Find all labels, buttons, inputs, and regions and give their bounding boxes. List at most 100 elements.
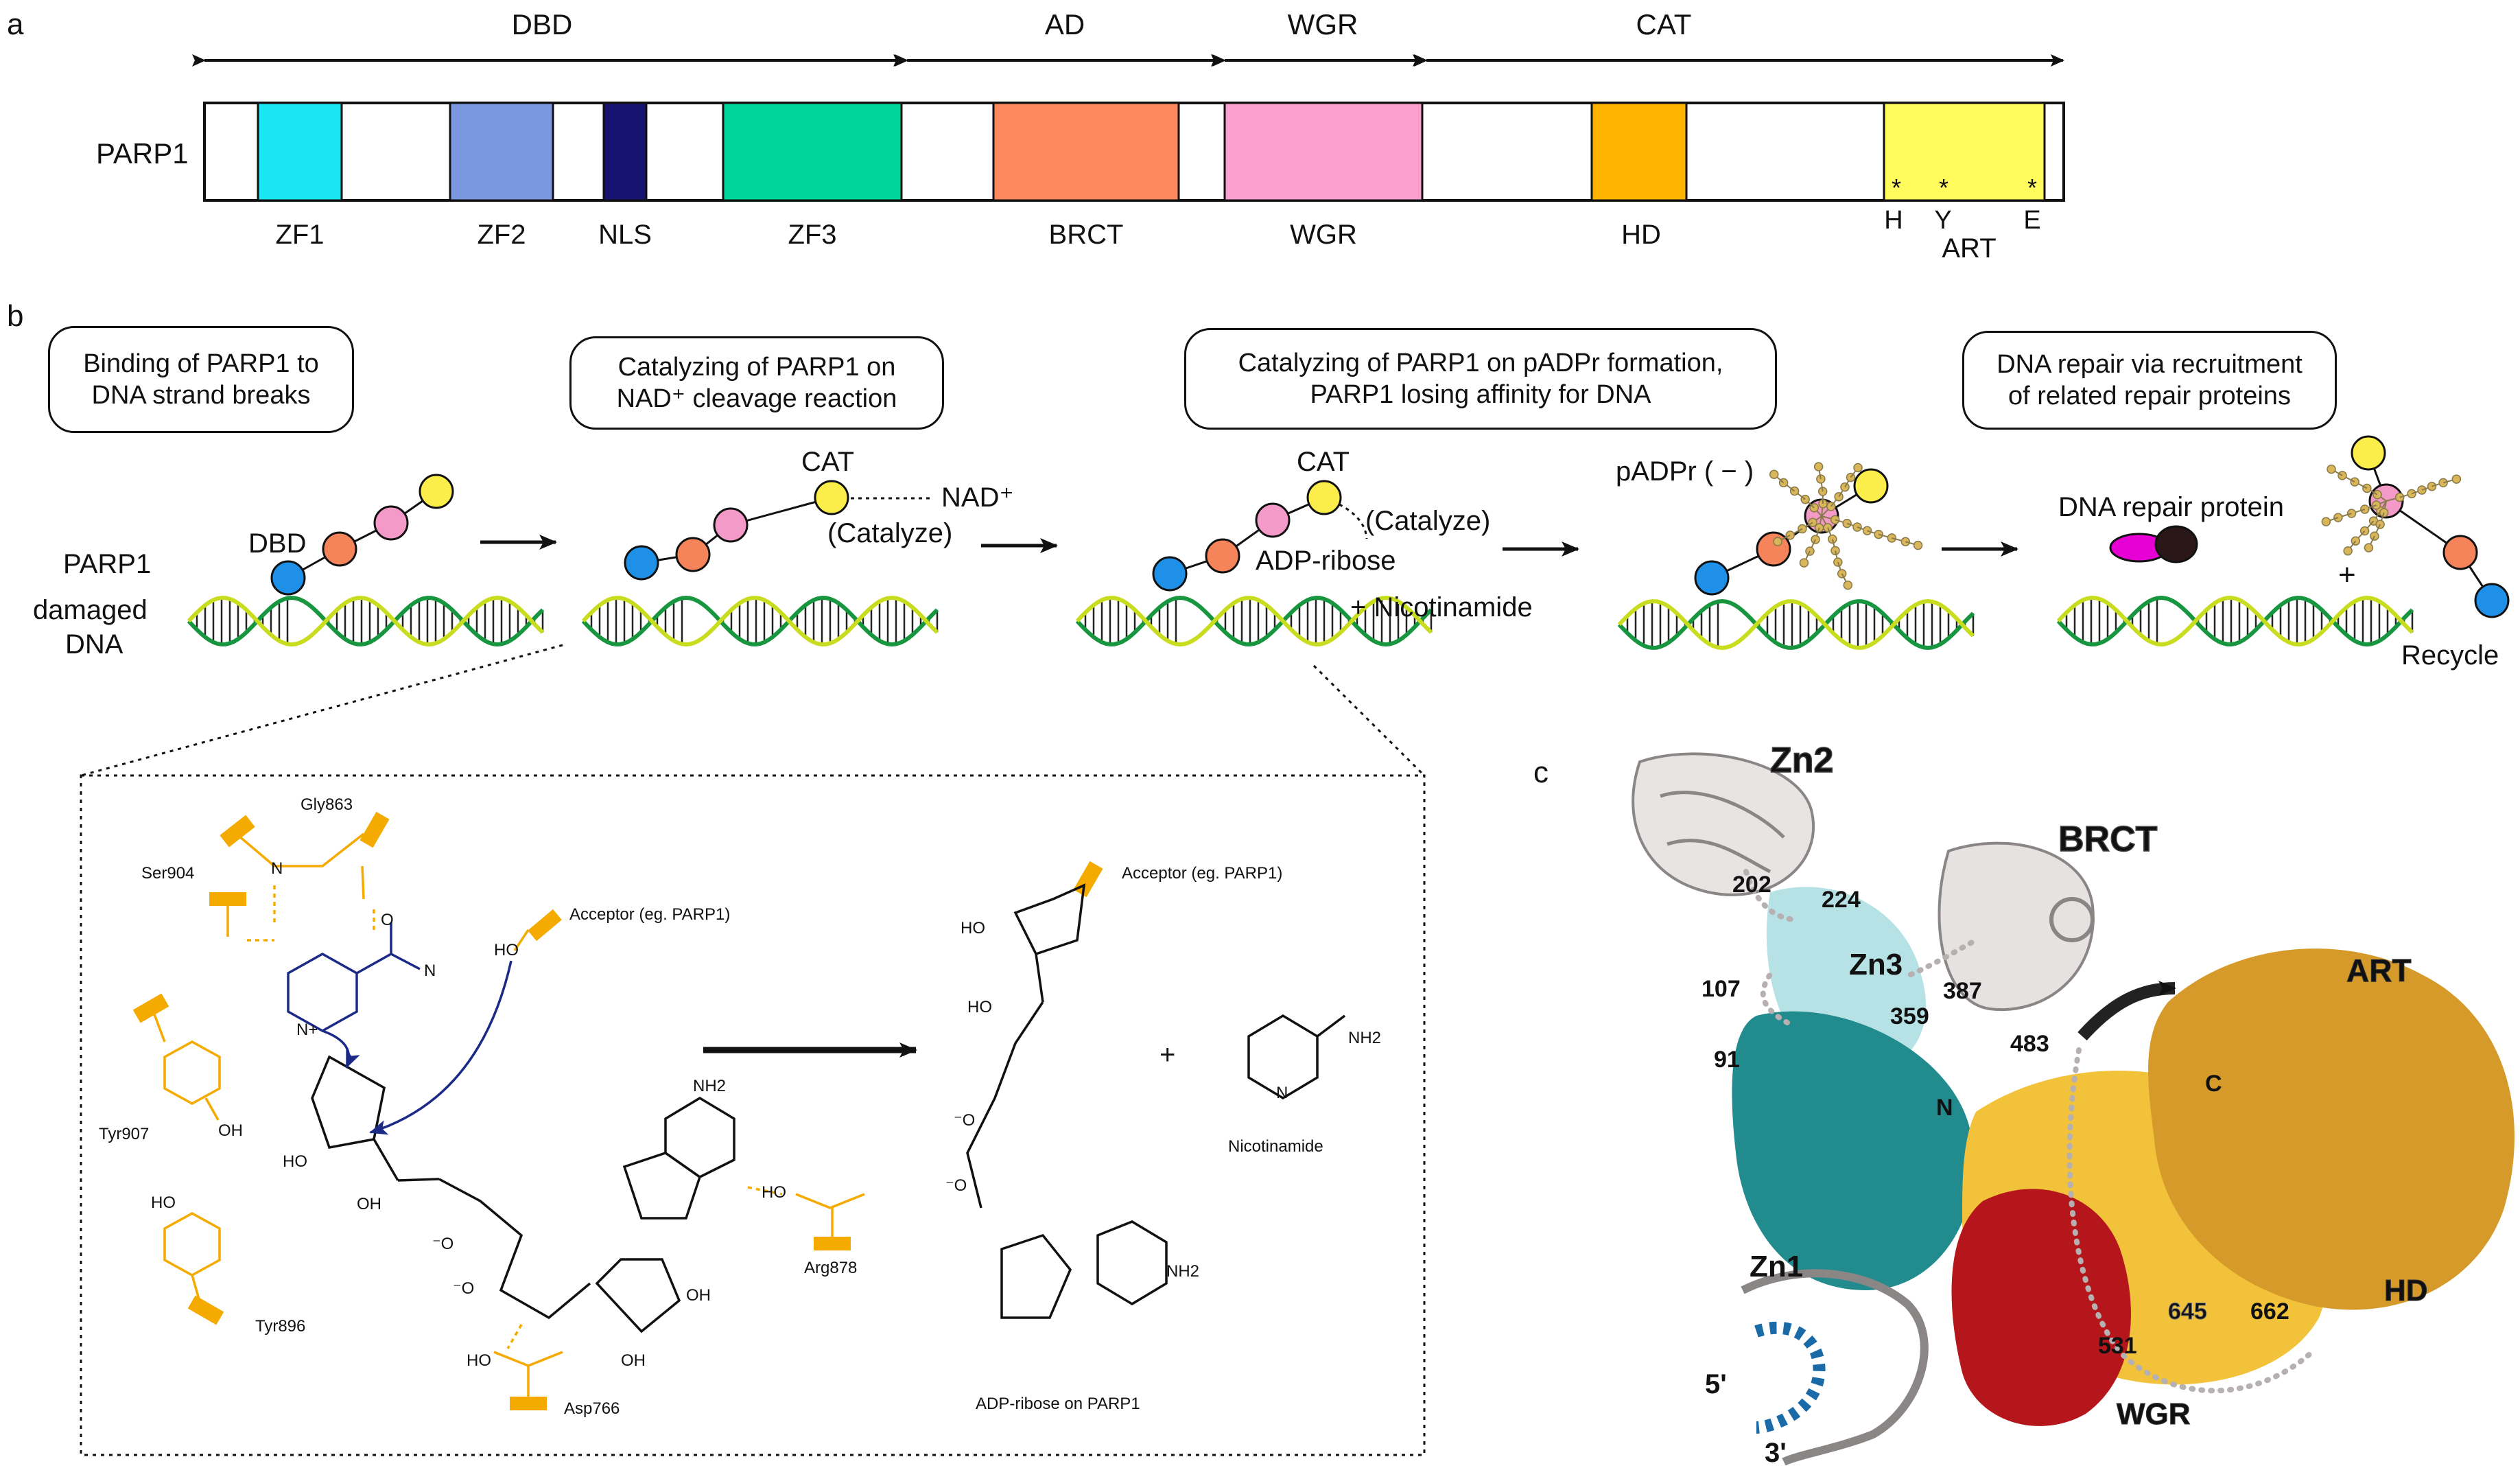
domain-label-brct: BRCT <box>1049 220 1124 250</box>
process-arrows <box>480 535 2018 557</box>
label-damaged: damaged <box>33 595 148 625</box>
domain-label-zf1: ZF1 <box>275 220 324 250</box>
atom-ho-product-2: HO <box>967 998 992 1016</box>
padpr-unit <box>1769 469 1779 479</box>
product-plus: + <box>1159 1040 1175 1070</box>
region-label-dbd: DBD <box>512 8 573 40</box>
mechanism-inset-frame <box>80 774 1426 1456</box>
atom-n-amide: N <box>424 962 436 980</box>
region-label-cat: CAT <box>1636 8 1692 40</box>
domain-zf1 <box>257 102 343 202</box>
parp1-chain-step2 <box>624 480 849 581</box>
label-adp-ribose: ADP-ribose <box>1256 546 1396 576</box>
parp1-chain-step3 <box>1152 480 1342 592</box>
residue-531: 531 <box>2098 1333 2137 1359</box>
mechanism-labels: Gly863 Ser904 Tyr907 Tyr896 Arg878 Asp76… <box>99 795 1381 1418</box>
label-recycle: Recycle <box>2401 640 2499 671</box>
atom-n-gly: N <box>271 859 283 878</box>
art-asterisk-h: * <box>1892 174 1901 202</box>
atom-ho-ribose: HO <box>283 1152 307 1171</box>
step-box-dna-repair: DNA repair via recruitment of related re… <box>1962 331 2337 430</box>
atom-o-minus-1: ⁻O <box>432 1235 454 1253</box>
step-text-nad-cleavage: Catalyzing of PARP1 on NAD⁺ cleavage rea… <box>616 353 897 413</box>
acceptor-reactant: Acceptor (eg. PARP1) <box>569 905 730 924</box>
region-label-wgr: WGR <box>1288 8 1358 40</box>
residue-387: 387 <box>1943 978 1982 1004</box>
domain-label-nls: NLS <box>598 220 652 250</box>
dna-strand <box>581 595 939 647</box>
label-n-terminus: N <box>1936 1095 1953 1121</box>
mechanism-reactant <box>132 811 865 1410</box>
art-residue-y: Y <box>1934 206 1951 235</box>
residue-ser904: Ser904 <box>141 864 194 883</box>
dna-helices <box>187 595 2414 651</box>
step-text-dna-repair: DNA repair via recruitment of related re… <box>1997 350 2303 410</box>
parp1-chain-step1 <box>270 474 454 596</box>
label-zn1: Zn1 <box>1750 1250 1803 1283</box>
label-dbd: DBD <box>248 528 306 559</box>
step-box-nad-cleavage: Catalyzing of PARP1 on NAD⁺ cleavage rea… <box>569 336 944 430</box>
mechanism-product <box>966 861 1346 1319</box>
parp1-chain-recycle <box>2351 435 2510 618</box>
label-c-terminus: C <box>2205 1071 2222 1097</box>
label-catalyze-step2: (Catalyze) <box>827 518 952 548</box>
atom-oh-ribose: OH <box>357 1195 381 1213</box>
residue-662: 662 <box>2250 1298 2289 1325</box>
nicotinamide-label: Nicotinamide <box>1228 1137 1323 1156</box>
padpr-unit <box>1853 463 1863 473</box>
zf-circle <box>270 560 306 596</box>
domain-zf2 <box>449 102 554 202</box>
padpr-unit <box>2364 543 2374 552</box>
label-padpr: pADPr ( − ) <box>1616 456 1754 487</box>
padpr-chains-recycle <box>2321 464 2462 556</box>
domain-label-art: ART <box>1942 233 1996 264</box>
structure-labels: Zn2 BRCT Zn3 ART Zn1 HD WGR N C 5' 3' 20… <box>1701 740 2428 1468</box>
atom-ho-acceptor: HO <box>494 941 519 959</box>
domain-bar <box>203 102 2065 202</box>
label-catalyze-step3: (Catalyze) <box>1365 506 1490 536</box>
domain-label-wgr: WGR <box>1290 220 1357 250</box>
art-asterisk-e: * <box>2027 174 2037 202</box>
panel-label-c: c <box>1533 756 1548 789</box>
step-box-padpr-formation: Catalyzing of PARP1 on pADPr formation, … <box>1184 328 1777 430</box>
domain-art <box>1883 102 2046 202</box>
residue-202: 202 <box>1732 872 1771 898</box>
panel-label-a: a <box>7 8 24 41</box>
label-nicotinamide: + Nicotinamide <box>1350 592 1533 622</box>
step-box-binding: Binding of PARP1 to DNA strand breaks <box>48 326 354 433</box>
label-dna: DNA <box>65 629 123 660</box>
label-wgr: WGR <box>2117 1397 2191 1431</box>
padpr-unit <box>1773 537 1782 546</box>
atom-ho-tyr896: HO <box>151 1193 176 1212</box>
zoom-line-left <box>80 644 563 777</box>
atom-nh2-nicotinamide: NH2 <box>1348 1029 1381 1047</box>
protein-name: PARP1 <box>96 137 189 170</box>
domain-label-hd: HD <box>1621 220 1661 250</box>
label-zn2: Zn2 <box>1770 741 1833 780</box>
label-plus: + <box>2338 558 2356 592</box>
atom-oh-ribose3: OH <box>621 1351 646 1370</box>
label-hd: HD <box>2384 1274 2428 1307</box>
residue-107: 107 <box>1701 976 1741 1002</box>
domain-label-zf3: ZF3 <box>788 220 836 250</box>
dna-strand <box>2056 595 2414 647</box>
atom-o-minus-product-2: ⁻O <box>945 1176 967 1195</box>
atom-ho-asp: HO <box>467 1351 491 1370</box>
zoom-line-right <box>1312 664 1426 777</box>
label-repair-protein: DNA repair protein <box>2058 492 2284 522</box>
residue-arg878: Arg878 <box>804 1259 857 1277</box>
padpr-unit <box>2451 474 2462 484</box>
domain-label-zf2: ZF2 <box>477 220 526 250</box>
brct-circle <box>322 531 357 567</box>
atom-o-minus-product-1: ⁻O <box>954 1111 975 1130</box>
residue-tyr907: Tyr907 <box>99 1125 149 1143</box>
label-brct: BRCT <box>2058 819 2158 859</box>
dna-strand <box>1617 598 1975 651</box>
dna-strand <box>187 595 545 647</box>
padpr-unit <box>2327 464 2336 474</box>
padpr-unit <box>1813 462 1824 471</box>
residue-483: 483 <box>2010 1031 2049 1057</box>
atom-o-minus-2: ⁻O <box>453 1279 474 1298</box>
art-asterisk-y: * <box>1939 174 1948 202</box>
dna-strand <box>187 595 545 647</box>
